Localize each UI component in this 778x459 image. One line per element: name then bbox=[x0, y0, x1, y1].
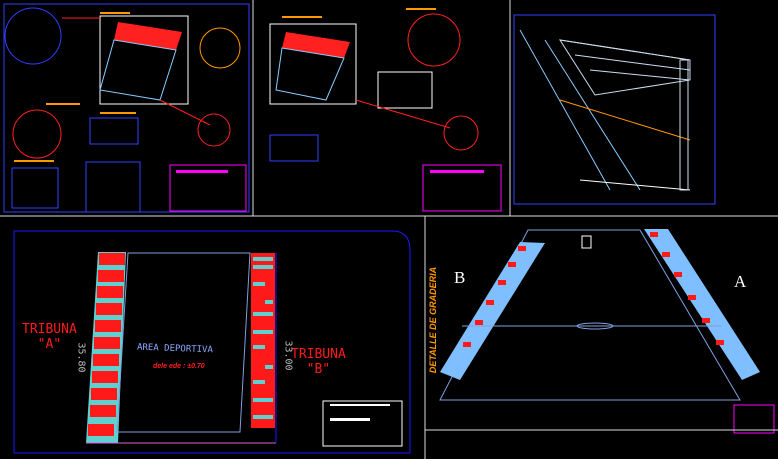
detalle-title: DETALLE DE GRADERIA bbox=[428, 266, 439, 374]
perspective-label-b: B bbox=[454, 268, 466, 287]
dimension-a: 35.80 bbox=[75, 342, 87, 373]
perspective-label-a: A bbox=[734, 272, 747, 291]
plan-view[interactable] bbox=[13, 230, 411, 454]
level-note: dele ede : ±0.70 bbox=[153, 363, 205, 370]
dimension-b: 33.00 bbox=[282, 340, 294, 371]
tribuna-a-title: TRIBUNA bbox=[22, 322, 77, 337]
tribuna-b-letter: "B" bbox=[306, 362, 331, 377]
tribuna-a-letter: "A" bbox=[37, 337, 62, 352]
tribuna-b-label: TRIBUNA"B" bbox=[291, 347, 346, 377]
tribuna-b-title: TRIBUNA bbox=[291, 347, 346, 362]
3d-structure-view[interactable] bbox=[513, 14, 716, 205]
tribuna-a-label: TRIBUNA"A" bbox=[22, 322, 77, 352]
detail-sheet-2[interactable] bbox=[269, 8, 502, 212]
perspective-view[interactable] bbox=[425, 229, 778, 434]
detail-sheet-1[interactable] bbox=[3, 3, 250, 213]
